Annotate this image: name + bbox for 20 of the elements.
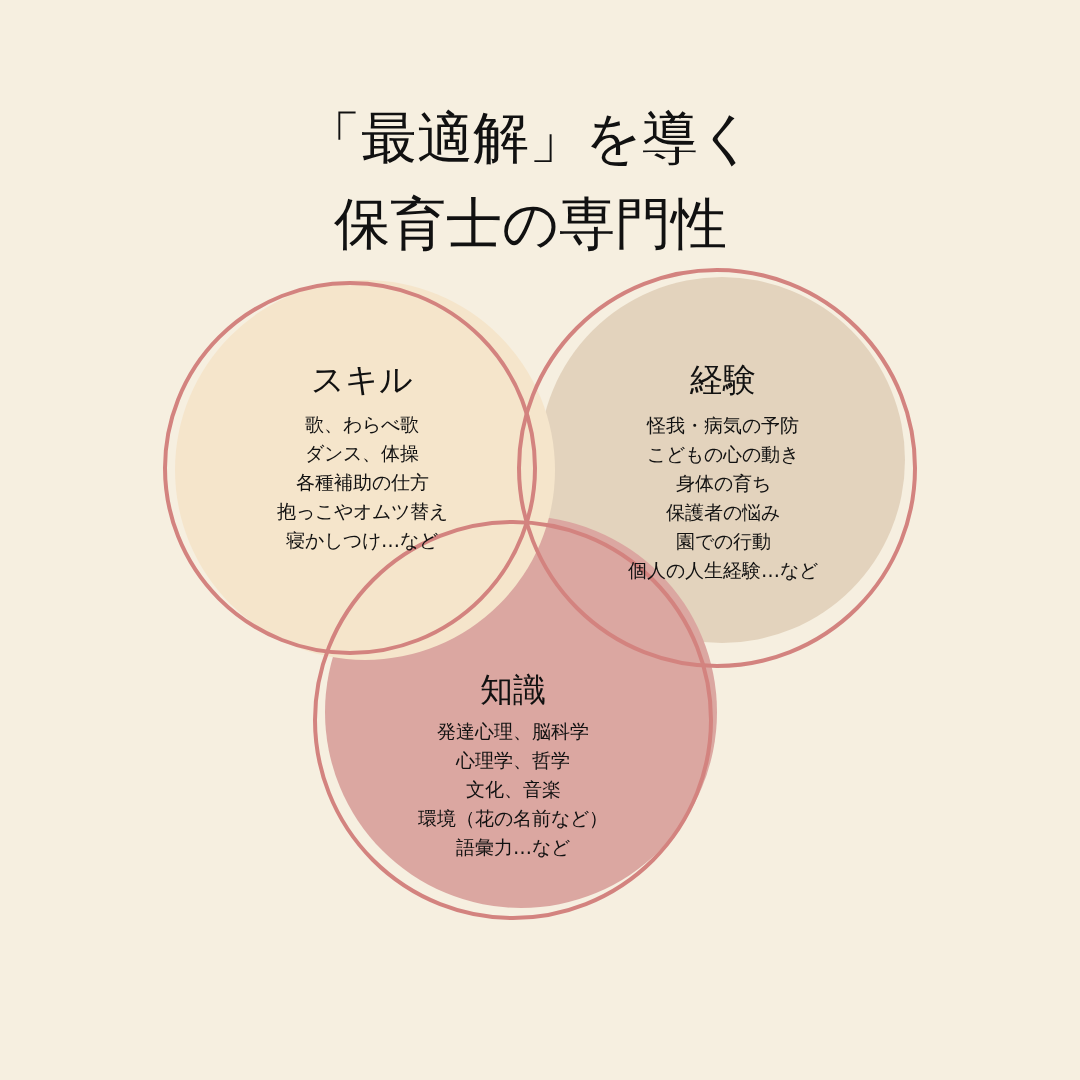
- list-item: 文化、音楽: [465, 777, 561, 802]
- list-item: 抱っこやオムツ替え: [276, 499, 448, 524]
- list-item: 語彙力…など: [456, 835, 570, 860]
- title: 「最適解」を導く保育士の専門性: [304, 104, 756, 258]
- circle-heading: 知識: [480, 670, 546, 710]
- list-item: 歌、わらべ歌: [305, 412, 419, 437]
- list-item: 発達心理、脳科学: [437, 719, 589, 744]
- list-item: 寝かしつけ…など: [286, 528, 438, 553]
- list-item: 心理学、哲学: [456, 748, 570, 773]
- list-item: 怪我・病気の予防: [647, 413, 799, 438]
- list-item: ダンス、体操: [305, 441, 419, 466]
- list-item: 各種補助の仕方: [295, 470, 429, 495]
- circle-heading: 経験: [690, 360, 756, 400]
- list-item: 身体の育ち: [675, 471, 771, 496]
- list-item: 保護者の悩み: [666, 500, 780, 525]
- list-item: 園での行動: [675, 529, 771, 554]
- list-item: 環境（花の名前など）: [418, 806, 608, 831]
- list-item: こどもの心の動き: [647, 442, 799, 467]
- circle-heading: スキル: [311, 360, 413, 400]
- list-item: 個人の人生経験…など: [628, 558, 818, 583]
